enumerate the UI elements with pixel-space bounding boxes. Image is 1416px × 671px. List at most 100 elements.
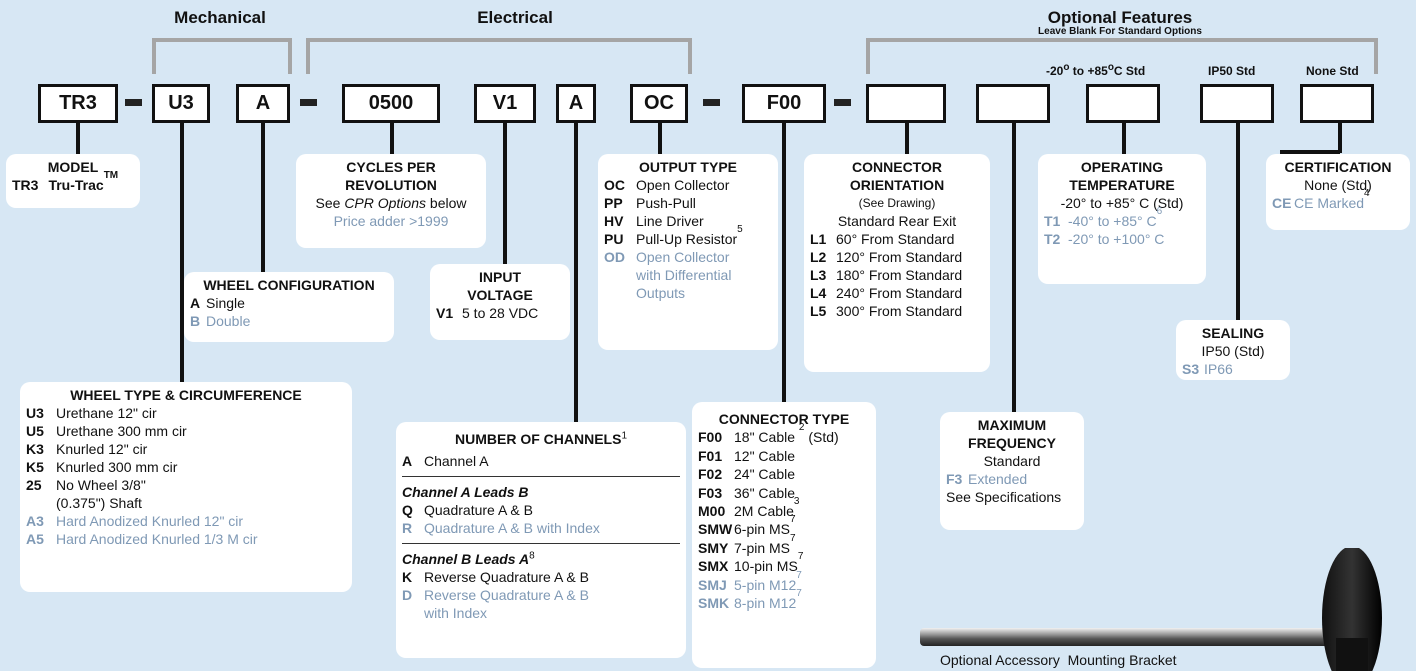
electrical-header: Electrical bbox=[477, 8, 553, 27]
wheel-config-title: WHEEL CONFIGURATION bbox=[203, 277, 375, 293]
stem-cpr bbox=[390, 123, 394, 155]
frequency-std: Standard bbox=[983, 453, 1041, 469]
cert-std-label: None Std bbox=[1306, 64, 1359, 78]
config-code-box: A bbox=[236, 84, 290, 123]
frequency-title-1: MAXIMUM bbox=[977, 417, 1047, 433]
stem-sealing bbox=[1236, 123, 1240, 323]
channels-code-box: A bbox=[556, 84, 596, 123]
optional-features-header: Optional Features bbox=[1047, 8, 1193, 27]
connector-type-title: CONNECTOR TYPE bbox=[718, 411, 850, 427]
cpr-price-adder: Price adder >1999 bbox=[333, 213, 449, 229]
temp-std: -20° to +85° C (Std) bbox=[1060, 195, 1184, 211]
cpr-box: CYCLES PER REVOLUTION See CPR Options be… bbox=[296, 154, 486, 248]
connector-code-box: F00 bbox=[742, 84, 826, 123]
stem-orientation bbox=[905, 123, 909, 155]
cpr-code-box: 0500 bbox=[342, 84, 440, 123]
temp-title-2: TEMPERATURE bbox=[1069, 177, 1175, 193]
stem-model bbox=[76, 123, 80, 155]
stem-cert bbox=[1338, 123, 1342, 153]
sealing-std-label: IP50 Std bbox=[1208, 64, 1256, 78]
orientation-box: CONNECTOR ORIENTATION (See Drawing) Stan… bbox=[804, 154, 990, 372]
bracket-post bbox=[1336, 638, 1368, 671]
dash bbox=[703, 99, 720, 106]
orientation-code-box[interactable] bbox=[866, 84, 946, 123]
frequency-code-box[interactable] bbox=[976, 84, 1050, 123]
frequency-spec: See Specifications bbox=[946, 489, 1062, 505]
temperature-box: OPERATING TEMPERATURE -20° to +85° C (St… bbox=[1038, 154, 1206, 284]
mechanical-bracket bbox=[152, 38, 292, 74]
channels-ab-title: Channel A Leads B bbox=[402, 484, 529, 500]
channels-title: NUMBER OF CHANNELS1 bbox=[454, 430, 627, 447]
model-tm: TM bbox=[103, 170, 119, 181]
optional-bracket bbox=[866, 38, 1378, 74]
temp-std-label: -20o to +85oC Std bbox=[1046, 62, 1146, 79]
cpr-title-1: CYCLES PER bbox=[346, 159, 436, 175]
stem-wheel bbox=[180, 123, 184, 383]
model-title: MODEL bbox=[47, 159, 99, 175]
stem-temp bbox=[1122, 123, 1126, 155]
channels-divider bbox=[402, 543, 680, 544]
channels-ba-title: Channel B Leads A8 bbox=[402, 550, 535, 567]
cert-code-box[interactable] bbox=[1300, 84, 1374, 123]
frequency-title-2: FREQUENCY bbox=[968, 435, 1056, 451]
cert-std: None (Std) bbox=[1304, 177, 1372, 193]
optional-features-subheader: Leave Blank For Standard Options bbox=[1038, 26, 1202, 37]
model-code: TR3 bbox=[12, 177, 39, 193]
dash bbox=[125, 99, 142, 106]
sealing-title: SEALING bbox=[1201, 325, 1265, 341]
dash bbox=[834, 99, 851, 106]
cert-title: CERTIFICATION bbox=[1284, 159, 1392, 175]
bracket-rod bbox=[920, 628, 1350, 646]
electrical-bracket bbox=[306, 38, 692, 74]
output-type-title: OUTPUT TYPE bbox=[638, 159, 737, 175]
output-od-line-2: with Differential bbox=[636, 267, 732, 283]
temp-code-box[interactable] bbox=[1086, 84, 1160, 123]
stem-voltage bbox=[503, 123, 507, 265]
stem-frequency bbox=[1012, 123, 1016, 413]
model-code-box: TR3 bbox=[38, 84, 118, 123]
sealing-std: IP50 (Std) bbox=[1201, 343, 1265, 359]
voltage-title-1: INPUT bbox=[479, 269, 521, 285]
orientation-title-2: ORIENTATION bbox=[849, 177, 945, 193]
channels-option: with Index bbox=[424, 605, 488, 621]
orientation-std: Standard Rear Exit bbox=[837, 213, 957, 229]
sealing-code-box[interactable] bbox=[1200, 84, 1274, 123]
wheel-type-title: WHEEL TYPE & CIRCUMFERENCE bbox=[70, 387, 302, 403]
orientation-title-1: CONNECTOR bbox=[852, 159, 942, 175]
